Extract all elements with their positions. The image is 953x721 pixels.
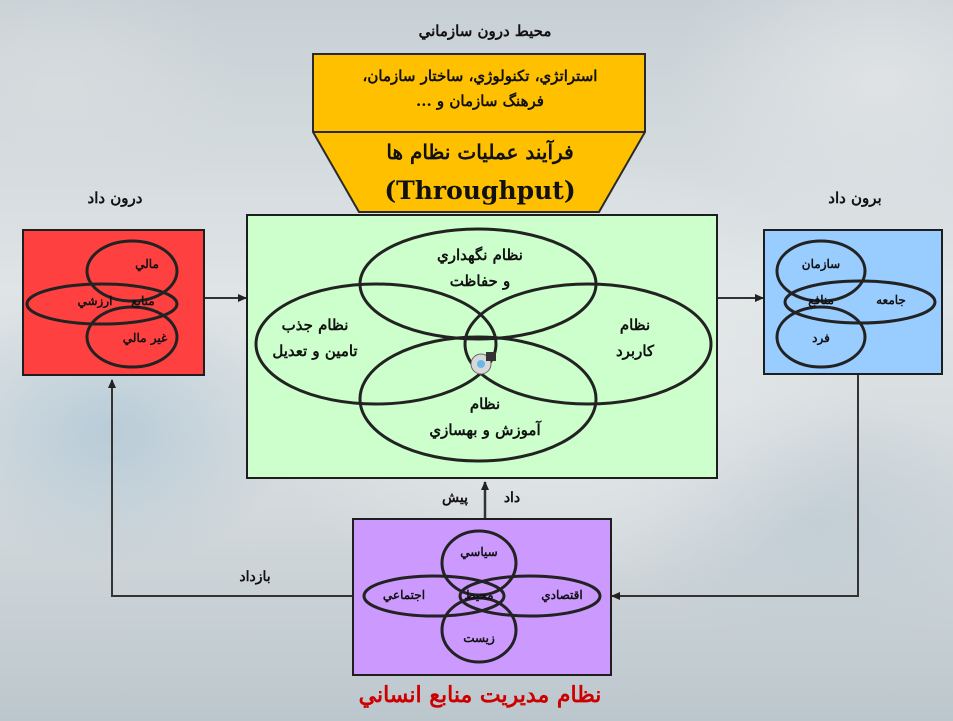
- internal-environment-funnel: [312, 53, 646, 213]
- process-maintenance-line2: و حفاظت: [449, 272, 511, 290]
- process-recruitment-line1: نظام جذب: [281, 316, 349, 334]
- input-label: درون داد: [87, 189, 143, 207]
- environment-item-environment: محيط: [464, 588, 494, 602]
- output-item-society: جامعه: [876, 293, 906, 307]
- environment-venn: [362, 529, 602, 664]
- process-training-line2: آموزش و بهسازي: [429, 421, 541, 439]
- input-item-resources: منابع: [131, 294, 155, 308]
- output-item-benefits: منافع: [808, 293, 834, 307]
- process-maintenance-line1: نظام نگهداري: [437, 246, 523, 264]
- input-item-value: ارزشي: [77, 294, 113, 308]
- input-item-financial: مالي: [135, 257, 159, 271]
- process-training-line1: نظام: [469, 395, 501, 413]
- output-box: [763, 229, 943, 375]
- feedback-label: بازداد: [239, 569, 271, 585]
- feedforward-label-part1: پيش: [442, 490, 468, 506]
- process-box: [246, 214, 718, 479]
- environment-item-economic: اقتصادي: [541, 588, 583, 602]
- input-item-nonfinancial: غير مالي: [122, 331, 168, 345]
- output-venn: [775, 239, 937, 369]
- footer-title: نظام مديريت منابع انساني: [358, 682, 602, 708]
- environment-item-political: سياسي: [460, 545, 498, 559]
- environment-item-ecology: زيست: [463, 631, 495, 645]
- internal-environment-label: محيط درون سازماني: [418, 22, 552, 40]
- process-utilization-line2: كاربرد: [615, 342, 655, 360]
- process-utilization-line1: نظام: [619, 316, 651, 334]
- throughput-subtitle: (Throughput): [384, 176, 576, 205]
- input-venn: [25, 239, 179, 369]
- process-recruitment-line2: تامين و تعديل: [272, 342, 358, 360]
- internal-box-line2: فرهنگ سازمان و ...: [416, 92, 544, 110]
- process-venn: [254, 227, 713, 463]
- arrow-output-to-environment: [611, 375, 859, 600]
- environment-item-social: اجتماعي: [382, 588, 426, 602]
- throughput-title: فرآيند عمليات نظام ها: [386, 140, 574, 164]
- internal-box-line1: استراتژي، تكنولوژي، ساختار سازمان،: [362, 67, 598, 85]
- arrow-feedback: [108, 379, 352, 597]
- input-box: [22, 229, 205, 376]
- output-item-organization: سازمان: [801, 257, 841, 271]
- output-label: برون داد: [828, 189, 882, 207]
- output-item-individual: فرد: [812, 331, 830, 345]
- feedforward-label-part2: داد: [503, 490, 521, 506]
